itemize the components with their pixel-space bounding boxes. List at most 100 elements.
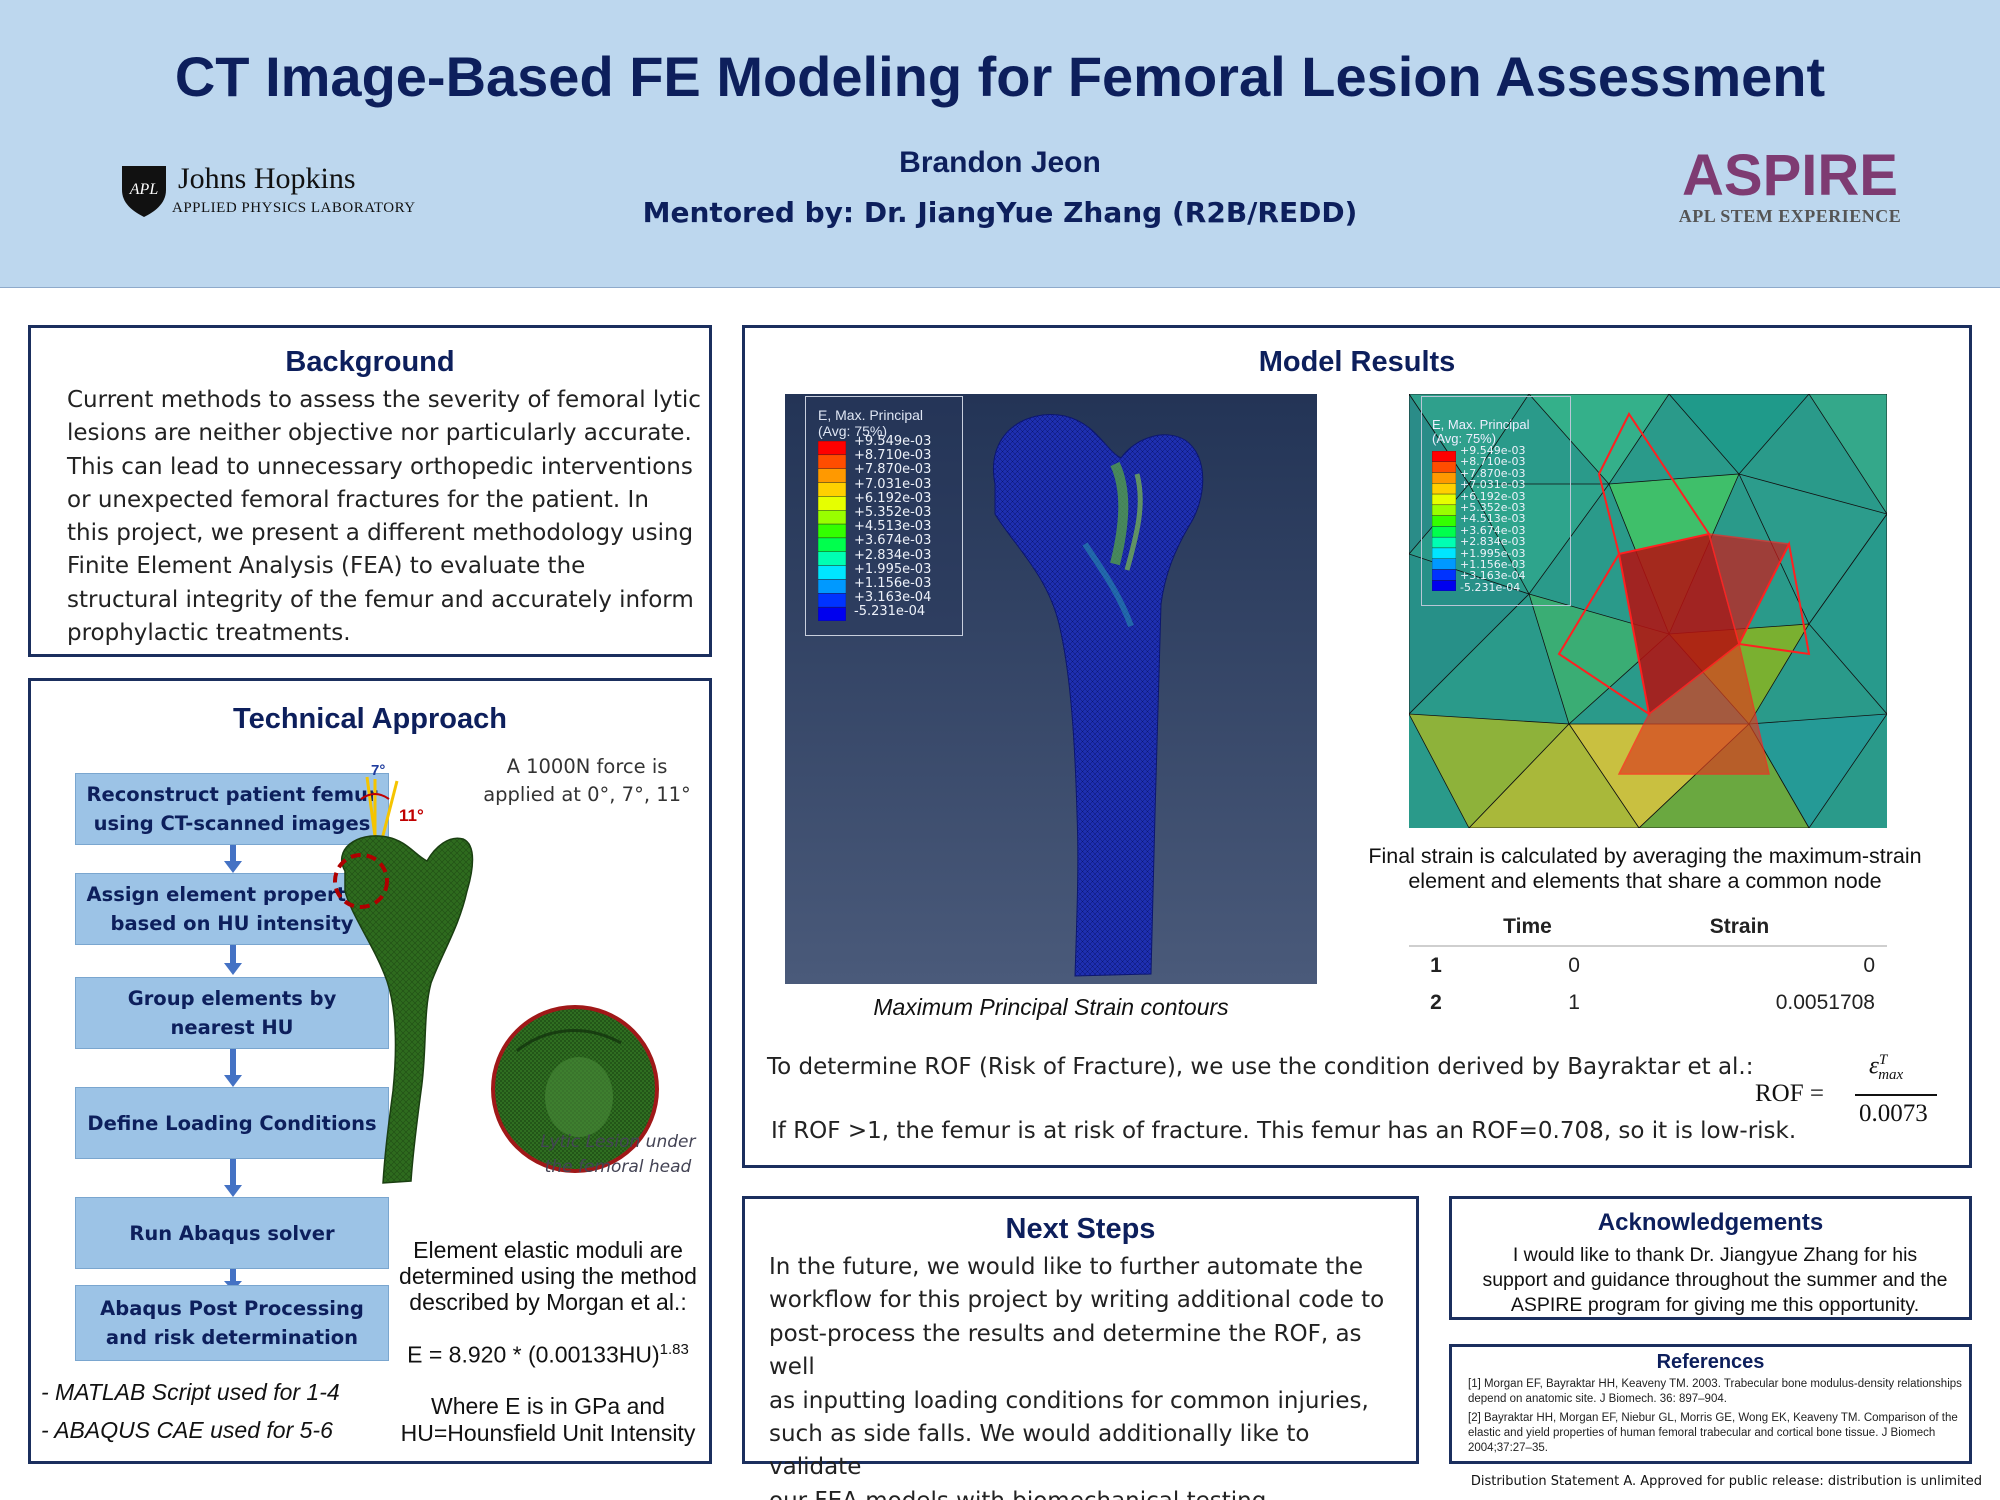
legend-value: +7.031e-03 bbox=[1460, 478, 1526, 492]
legend-value: +2.834e-03 bbox=[854, 547, 932, 563]
next-steps-line: as inputting loading conditions for comm… bbox=[769, 1387, 1369, 1414]
legend-values: +9.549e-03+8.710e-03+7.870e-03+7.031e-03… bbox=[854, 434, 932, 620]
cell-strain: 0.0051708 bbox=[1775, 991, 1875, 1014]
table-header-time: Time bbox=[1463, 908, 1592, 947]
flow-step-1: Reconstruct patient femur using CT-scann… bbox=[75, 773, 389, 845]
legend-swatch bbox=[818, 496, 846, 511]
legend-value: +1.156e-03 bbox=[854, 576, 932, 592]
background-line: Current methods to assess the severity o… bbox=[67, 387, 701, 413]
mesh-legend-values: +9.549e-03+8.710e-03+7.870e-03+7.031e-03… bbox=[1460, 444, 1526, 594]
acknowledgements-line: I would like to thank Dr. Jiangyue Zhang… bbox=[1512, 1244, 1918, 1266]
strain-legend: E, Max. Principal (Avg: 75%) +9.549e-03+… bbox=[805, 396, 963, 636]
next-steps-line: workflow for this project by writing add… bbox=[769, 1287, 1385, 1314]
rof-denominator: 0.0073 bbox=[1859, 1100, 1928, 1127]
legend-swatch bbox=[818, 565, 846, 580]
legend-swatch bbox=[818, 606, 846, 621]
arrow-down-icon bbox=[224, 845, 242, 873]
legend-swatch bbox=[1432, 515, 1456, 527]
legend-swatch bbox=[818, 482, 846, 497]
background-line: this project, we present a different met… bbox=[67, 520, 694, 547]
legend-value: +4.513e-03 bbox=[854, 519, 932, 535]
rof-result-text: If ROF >1, the femur is at risk of fract… bbox=[771, 1118, 1797, 1144]
legend-swatch bbox=[818, 523, 846, 539]
legend-value: +6.192e-03 bbox=[854, 490, 932, 506]
row-index: 1 bbox=[1409, 946, 1463, 984]
next-steps-panel: Next Steps In the future, we would like … bbox=[742, 1196, 1419, 1500]
background-text: Current methods to assess the severity o… bbox=[67, 384, 707, 650]
legend-value: -5.231e-04 bbox=[1460, 580, 1521, 594]
jhu-name: Johns Hopkins bbox=[178, 162, 356, 195]
background-line: or unexpected femoral fractures for the … bbox=[67, 486, 649, 513]
legend-swatch bbox=[1432, 526, 1456, 538]
legend-swatch bbox=[1432, 558, 1456, 570]
arrow-down-icon bbox=[224, 1159, 242, 1197]
aspire-wordmark: ASPIRE bbox=[1682, 143, 1898, 208]
reference-item: [2] Bayraktar HH, Morgan EF, Niebur GL, … bbox=[1468, 1412, 1958, 1454]
cell-strain: 0 bbox=[1863, 953, 1875, 977]
reference-item: [1] Morgan EF, Bayraktar HH, Keaveny TM.… bbox=[1468, 1378, 1962, 1405]
legend-value: +9.549e-03 bbox=[1460, 444, 1526, 457]
acknowledgements-title: Acknowledgements bbox=[1597, 1209, 1824, 1236]
legend-swatch bbox=[1432, 493, 1456, 506]
next-steps-text: In the future, we would like to further … bbox=[769, 1251, 1409, 1500]
svg-text:APL: APL bbox=[129, 181, 159, 198]
femur-contour-figure bbox=[993, 414, 1204, 977]
force-text: A 1000N force is applied at 0°, 7°, 11° bbox=[483, 755, 691, 806]
table-row: 2 1 0.0051708 bbox=[1409, 984, 1887, 1022]
flow-step-4: Define Loading Conditions bbox=[75, 1087, 389, 1159]
lesion-marker-circle bbox=[333, 853, 389, 909]
legend-value: +3.163e-04 bbox=[854, 590, 932, 606]
background-panel: Background Current methods to assess the… bbox=[28, 325, 712, 657]
legend-value: +4.513e-03 bbox=[1460, 512, 1526, 526]
angle-11-label: 11° bbox=[399, 806, 424, 825]
background-line: Finite Element Analysis (FEA) to evaluat… bbox=[67, 553, 586, 580]
background-line: structural integrity of the femur and ac… bbox=[67, 586, 694, 613]
mesh-legend-avg: (Avg: 75%) bbox=[1432, 431, 1497, 446]
references-title: References bbox=[1656, 1351, 1765, 1373]
contour-caption: Maximum Principal Strain contours bbox=[873, 994, 1229, 1020]
legend-swatch bbox=[1432, 472, 1456, 484]
rof-sup: T bbox=[1878, 1052, 1888, 1068]
modulus-equation: E = 8.920 * (0.00133HU)1.83 bbox=[381, 1341, 715, 1369]
legend-value: +6.192e-03 bbox=[1460, 489, 1526, 503]
rof-lhs: ROF = bbox=[1755, 1080, 1824, 1107]
legend-swatch bbox=[818, 468, 846, 483]
legend-value: +9.549e-03 bbox=[854, 434, 932, 449]
distribution-statement: Distribution Statement A. Approved for p… bbox=[1470, 1474, 1982, 1489]
equation-base: E = 8.920 * (0.00133HU) bbox=[407, 1341, 660, 1368]
acknowledgements-panel: Acknowledgements I would like to thank D… bbox=[1449, 1196, 1972, 1320]
final-strain-text: Final strain is calculated by averaging … bbox=[1368, 844, 1922, 893]
legend-swatch bbox=[818, 454, 846, 469]
legend-value: +7.031e-03 bbox=[854, 476, 932, 492]
legend-value: +5.352e-03 bbox=[1460, 501, 1526, 515]
legend-swatch bbox=[1432, 483, 1456, 495]
legend-value: -5.231e-04 bbox=[854, 604, 926, 620]
flow-step-2: Assign element properties based on HU in… bbox=[75, 873, 389, 945]
flow-step-3: Group elements by nearest HU bbox=[75, 977, 389, 1049]
legend-swatch bbox=[1432, 461, 1456, 473]
legend-swatch bbox=[1432, 536, 1456, 549]
legend-value: +7.870e-03 bbox=[854, 462, 932, 478]
legend-value: +3.163e-04 bbox=[1460, 569, 1526, 583]
arrow-down-icon bbox=[224, 945, 242, 975]
next-steps-line: our FEA models with biomechanical testin… bbox=[769, 1485, 1409, 1500]
legend-value: +1.995e-03 bbox=[1460, 546, 1526, 560]
rof-equation: ROF = εTmax 0.0073 bbox=[1755, 1052, 1955, 1142]
arrow-down-icon bbox=[224, 1049, 242, 1087]
table-row: 1 0 0 bbox=[1409, 946, 1887, 984]
legend-swatch bbox=[818, 579, 846, 594]
row-index: 2 bbox=[1409, 984, 1463, 1022]
table-header-row: Time Strain bbox=[1409, 908, 1887, 947]
author-name: Brandon Jeon bbox=[899, 146, 1101, 179]
flow-step-6: Abaqus Post Processing and risk determin… bbox=[75, 1285, 389, 1361]
cell-time: 0 bbox=[1568, 953, 1580, 977]
johns-hopkins-apl-logo: APL Johns Hopkins APPLIED PHYSICS LABORA… bbox=[120, 160, 415, 222]
table-header-strain: Strain bbox=[1591, 908, 1887, 947]
legend-swatch bbox=[818, 441, 846, 456]
legend-swatch bbox=[1432, 580, 1456, 591]
background-title: Background bbox=[285, 346, 455, 378]
table-corner bbox=[1409, 908, 1463, 947]
femur-mesh-illustration: 7° 11° bbox=[333, 762, 659, 1184]
acknowledgements-line: support and guidance throughout the summ… bbox=[1482, 1269, 1948, 1291]
poster-header: CT Image-Based FE Modeling for Femoral L… bbox=[0, 0, 2000, 288]
